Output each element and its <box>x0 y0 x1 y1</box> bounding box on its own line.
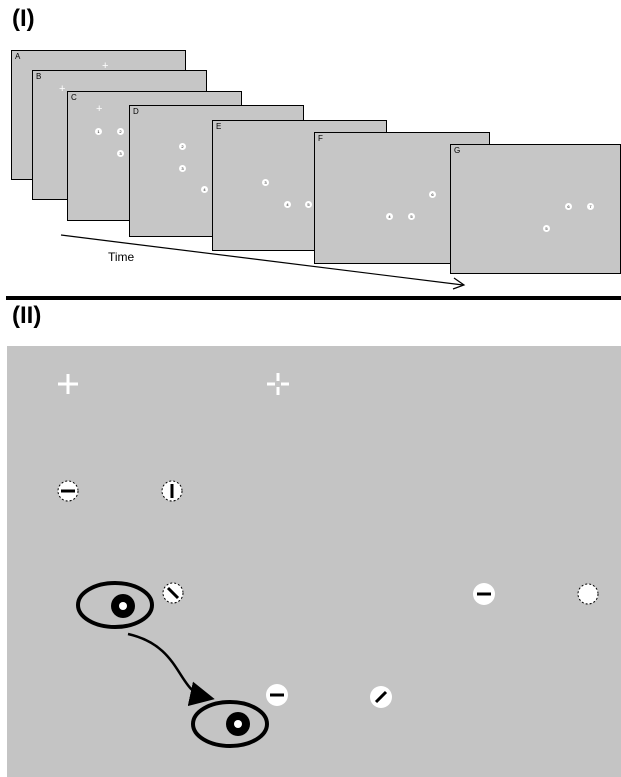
saccade-arrow <box>127 632 215 707</box>
section-2-title: (II) <box>12 302 42 329</box>
dashed-disc-empty <box>577 583 599 605</box>
frame-label: B <box>36 72 42 81</box>
number-disc: 3 <box>179 165 186 172</box>
number-disc: 6 <box>565 203 572 210</box>
frame-label: A <box>15 52 21 61</box>
number-disc: 5 <box>408 213 415 220</box>
section-divider <box>6 296 621 300</box>
frame-label: D <box>133 107 139 116</box>
number-disc: 6 <box>429 191 436 198</box>
dashed-disc-horizontal <box>57 480 79 502</box>
fixation-cross-solid <box>58 374 78 394</box>
number-disc: 5 <box>305 201 312 208</box>
number-disc: 4 <box>201 186 208 193</box>
number-disc: 1 <box>95 128 102 135</box>
fixation-cross-gapped <box>267 373 289 395</box>
fixation-cross: + <box>102 60 109 72</box>
number-disc: 2 <box>179 143 186 150</box>
number-disc: 3 <box>262 179 269 186</box>
solid-disc-horizontal <box>266 684 288 706</box>
number-disc: 3 <box>117 150 124 157</box>
fixation-cross: + <box>96 103 103 115</box>
dashed-disc-vertical <box>161 480 183 502</box>
number-disc: 4 <box>386 213 393 220</box>
frame-label: C <box>71 93 77 102</box>
eye-icon <box>76 581 154 629</box>
time-arrow <box>60 234 466 290</box>
fixation-cross: + <box>59 83 66 95</box>
solid-disc-horizontal <box>473 583 495 605</box>
frame-g: G 5 6 7 <box>450 144 621 274</box>
stimulus-panel <box>7 346 621 777</box>
eye-icon <box>191 700 269 748</box>
frame-label: E <box>216 122 222 131</box>
section-1-title: (I) <box>12 5 35 32</box>
frame-label: G <box>454 146 461 155</box>
number-disc: 4 <box>284 201 291 208</box>
number-disc: 5 <box>543 225 550 232</box>
number-disc: 2 <box>117 128 124 135</box>
number-disc: 7 <box>587 203 594 210</box>
time-label: Time <box>108 250 135 264</box>
frame-label: F <box>318 134 323 143</box>
dashed-disc-diagonal <box>162 582 184 604</box>
solid-disc-diagonal <box>370 686 392 708</box>
